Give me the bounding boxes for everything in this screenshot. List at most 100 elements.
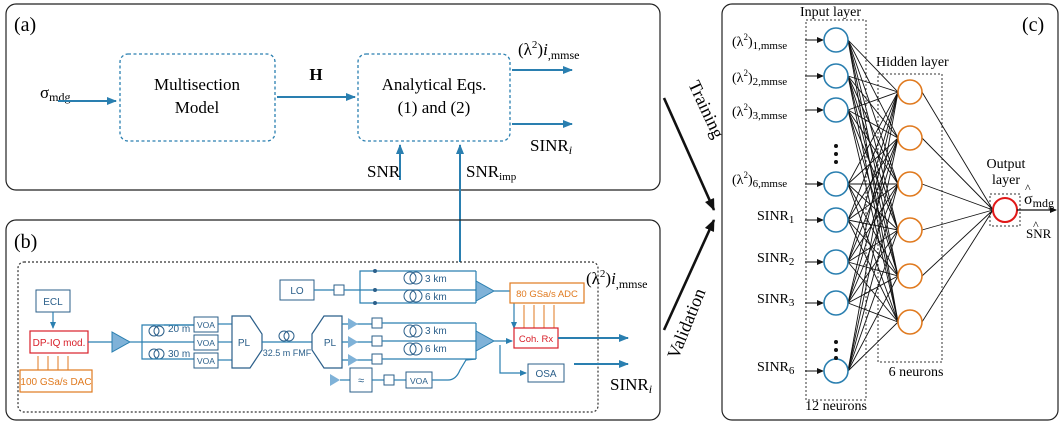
panel-b-label: (b): [14, 231, 37, 253]
panel-b: (b) ECL DP-IQ mod. 100 GSa/s DAC 20 m 30…: [5, 219, 661, 421]
input-neurons-caption: 12 neurons: [805, 399, 867, 414]
output-sigma-label: σmdg: [1024, 191, 1054, 210]
connection-in-4-hid-2: [847, 183, 899, 221]
output-neuron: [992, 197, 1018, 223]
validation-label: Validation: [663, 285, 709, 361]
output-layer-title-1: Output: [987, 157, 1026, 172]
snr-label: SNR: [367, 162, 401, 181]
sinr-output-label: SINRi: [530, 136, 572, 157]
adc-box: [509, 282, 585, 304]
panel-a-frame: [5, 3, 661, 191]
connection-hid-4-out: [921, 209, 994, 277]
input-neuron: [823, 290, 849, 316]
connection-in-4-hid-3: [847, 219, 899, 231]
spool-6km-mid: [403, 342, 423, 356]
hidden-neuron: [897, 125, 923, 151]
input-label-sinr-1: SINR1: [757, 209, 794, 226]
connection-in-4-hid-1: [847, 137, 899, 221]
connection-hid-5-out: [921, 209, 994, 323]
polarization-controllers: [371, 317, 383, 365]
adc-arrows: [523, 305, 555, 328]
output-snr-hat: ^: [1033, 218, 1039, 232]
connection-hid-2-out: [921, 183, 994, 211]
lo-pol-marks: [373, 269, 377, 305]
input-label-sinr-2: SINR2: [757, 251, 794, 268]
input-neuron: [823, 63, 849, 89]
connection-in-4-hid-4: [847, 219, 899, 277]
connection-in-5-hid-2: [847, 183, 899, 263]
connection-in-7-hid-5: [847, 321, 899, 372]
amplifier-6: [475, 330, 496, 352]
connection-in-1-hid-2: [847, 75, 899, 185]
connection-in-3-hid-1: [847, 137, 899, 185]
to-osa: [499, 345, 527, 376]
setup-dotted-frame: [17, 261, 599, 413]
hidden-neuron: [897, 263, 923, 289]
photonic-lantern-2: [311, 315, 343, 369]
hidden-neuron: [897, 79, 923, 105]
connection-in-2-hid-3: [847, 109, 899, 231]
nn-input-arrows: [805, 37, 824, 374]
connection-in-2-hid-2: [847, 109, 899, 185]
km3-label-mid: 3 km: [425, 326, 447, 337]
mid-paths: [382, 322, 476, 360]
nn-hidden-nodes: [897, 79, 923, 335]
connection-in-7-hid-4: [847, 275, 899, 372]
amplifier-ase: [330, 374, 340, 386]
delay-20m-label: 20 m: [168, 324, 190, 335]
connection-in-4-hid-0: [847, 91, 899, 221]
ecl-label: ECL: [43, 297, 63, 308]
input-label-lambda-2: (λ2)2,mmse: [732, 68, 787, 88]
dp-iq-mod-label: DP-IQ mod.: [33, 338, 86, 349]
connection-hid-1-out: [921, 137, 994, 211]
connection-in-5-hid-0: [847, 91, 899, 263]
connection-in-7-hid-3: [847, 229, 899, 372]
connection-in-0-hid-2: [847, 39, 899, 185]
amplifier-4: [348, 354, 358, 366]
connection-in-7-hid-0: [847, 91, 899, 372]
output-snr-label: SNR: [1026, 226, 1052, 241]
connection-in-2-hid-1: [847, 109, 899, 139]
multisection-model-box: [119, 53, 276, 142]
connection-in-5-hid-1: [847, 137, 899, 263]
connection-in-2-hid-5: [847, 109, 899, 323]
voa-label-3: VOA: [197, 356, 215, 366]
connection-in-7-hid-2: [847, 183, 899, 372]
amplifier-2: [348, 318, 358, 330]
connection-in-7-hid-1: [847, 137, 899, 372]
voa-label-2: VOA: [197, 338, 215, 348]
connection-in-6-hid-1: [847, 137, 899, 304]
ase-to-coupler: [432, 358, 477, 381]
connection-in-1-hid-0: [847, 75, 899, 93]
snr-imp-label: SNRimp: [466, 162, 517, 183]
multisection-model-line1: Multisection: [154, 75, 240, 94]
input-neuron: [823, 171, 849, 197]
pl-label-2: PL: [324, 338, 337, 349]
input-label-lambda-1: (λ2)1,mmse: [732, 32, 787, 52]
osa-label: OSA: [535, 369, 556, 380]
coh-rx-label: Coh. Rx: [519, 334, 554, 345]
validation-arrow: [662, 219, 716, 331]
hidden-layer-title: Hidden layer: [876, 55, 949, 70]
input-ellipsis-1: [834, 144, 838, 164]
spool-6km-top: [403, 289, 423, 303]
connection-hid-0-out: [921, 91, 994, 211]
amplifier-1: [111, 331, 132, 353]
amplifier-3: [348, 336, 358, 348]
h-matrix-label: H: [309, 65, 322, 84]
photonic-lantern-1: [231, 315, 263, 369]
delay-30m-label: 30 m: [168, 349, 190, 360]
voa-to-pl: [218, 323, 232, 361]
input-layer-frame: [805, 19, 867, 401]
hidden-neuron: [897, 171, 923, 197]
input-neuron: [823, 207, 849, 233]
training-arrow: [662, 97, 716, 211]
panel-a-label: (a): [14, 14, 36, 36]
connection-in-2-hid-4: [847, 109, 899, 277]
middle-arrows: Training Validation: [662, 77, 728, 361]
input-layer-title: Input layer: [800, 5, 861, 20]
km3-label-top: 3 km: [425, 274, 447, 285]
input-neuron: [823, 249, 849, 275]
nn-connections: [847, 39, 994, 372]
spool-3km-mid: [403, 324, 423, 338]
